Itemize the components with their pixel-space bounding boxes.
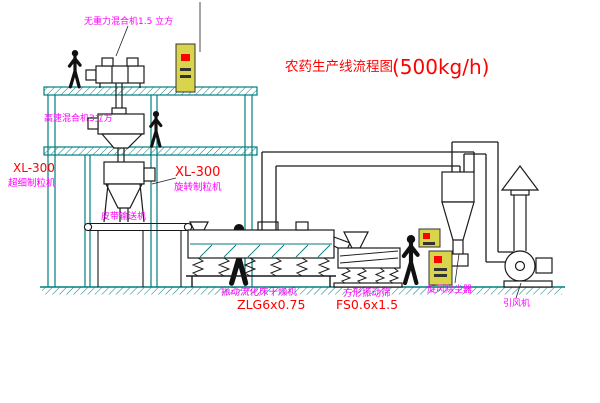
dryer-name-label: 振动流化床干燥机: [221, 286, 298, 298]
panel-vent: [180, 75, 191, 78]
fluid-bed-dryer: [186, 221, 351, 287]
mixer2-cone: [100, 133, 144, 149]
high-speed-mixer: [87, 107, 145, 162]
mixer-inlet-port: [126, 57, 139, 67]
granulator-spout: [103, 183, 145, 223]
duct-riser-and-run: [261, 151, 475, 230]
dryer-model-label: ZLG6x0.75: [237, 297, 305, 312]
person-figure-screen: [404, 235, 418, 283]
panel-vent: [180, 68, 191, 71]
granulator-right-model-label: XL-300: [175, 165, 220, 180]
fan-motor: [535, 257, 553, 274]
page-title: 农药生产线流程图: [285, 59, 393, 75]
panel-button: [434, 256, 442, 263]
mixer2-motor: [87, 117, 99, 130]
dryer-screen-lines: [190, 243, 332, 258]
panel-vent: [434, 268, 447, 271]
cyclone-label: 旋风除尘器: [427, 283, 472, 295]
screen-decks: [339, 250, 399, 264]
mixer-details: [99, 66, 141, 88]
screen-body: [337, 247, 401, 269]
screen-springs: [340, 267, 400, 285]
mixer2-pipe: [117, 148, 125, 162]
screen-model-label: FS0.6x1.5: [336, 297, 398, 312]
control-panel-top: [175, 43, 196, 93]
cyclone-outlet-duct: [451, 141, 514, 263]
granulator-left-name-label: 超细制粒机: [8, 177, 56, 189]
dryer-inlet: [189, 221, 209, 231]
exhaust-duct-main: [261, 151, 475, 230]
dryer-port-2: [295, 221, 309, 231]
dryer-base: [186, 275, 336, 287]
person-figure-mid-floor: [149, 109, 163, 148]
stack-collar: [510, 189, 530, 196]
cyclone-cone: [441, 201, 475, 241]
fan-base: [503, 280, 553, 288]
person-figure-top-floor: [67, 48, 82, 89]
granulator: [103, 161, 156, 223]
panel-vent: [423, 242, 435, 245]
belt-conveyor: [83, 222, 193, 287]
ground-hatch: [42, 287, 562, 295]
screen-base: [333, 282, 403, 288]
cyclone-dipleg: [452, 240, 464, 254]
floor-slab-top: [43, 86, 258, 96]
control-panel-screen: [418, 228, 441, 248]
cyclone-body: [441, 171, 475, 203]
dryer-springs: [191, 257, 331, 277]
control-panel-cyclone: [428, 250, 453, 286]
mixer2-inlet: [111, 107, 127, 115]
belt: [88, 222, 188, 232]
fan-hub: [514, 260, 526, 272]
belt-conveyor-label: 皮带输送机: [101, 210, 146, 222]
control-panels: [175, 43, 453, 286]
page-title-capacity: (500kg/h): [392, 55, 489, 79]
building-columns: [47, 95, 253, 287]
panel-vent: [434, 274, 447, 277]
dryer-exhaust-port: [257, 221, 279, 231]
fan-label: 引风机: [503, 297, 530, 309]
vibrating-screen: [333, 231, 403, 288]
building-structure: [40, 86, 565, 295]
conveyor-legs: [97, 231, 182, 287]
panel-button: [181, 54, 190, 61]
gravity-mixer: [85, 57, 145, 114]
granulator-funnel: [105, 183, 143, 209]
mixer-motor: [85, 69, 97, 81]
leader-lines: [115, 2, 522, 299]
granulator-left-model-label: XL-300: [13, 161, 55, 175]
panel-button: [423, 233, 430, 239]
high-speed-mixer-label: 高速混合机3立方: [44, 112, 113, 124]
screen-name-label: 方形振动筛: [343, 287, 391, 299]
gravity-mixer-label: 无重力混合机1.5 立方: [84, 15, 173, 27]
fan-stack: [513, 195, 527, 251]
stack-rain-cap: [500, 165, 540, 191]
duct-to-fan: [451, 141, 514, 263]
conveyor-pulley: [83, 222, 93, 232]
mixer-inlet-port: [101, 57, 114, 67]
cyclone: [441, 171, 475, 267]
mixer-body: [95, 65, 145, 84]
granulator-motor: [143, 167, 156, 182]
induced-draft-fan: [500, 165, 553, 288]
granulator-body: [103, 161, 145, 185]
granulator-right-name-label: 旋转制粒机: [174, 181, 222, 193]
